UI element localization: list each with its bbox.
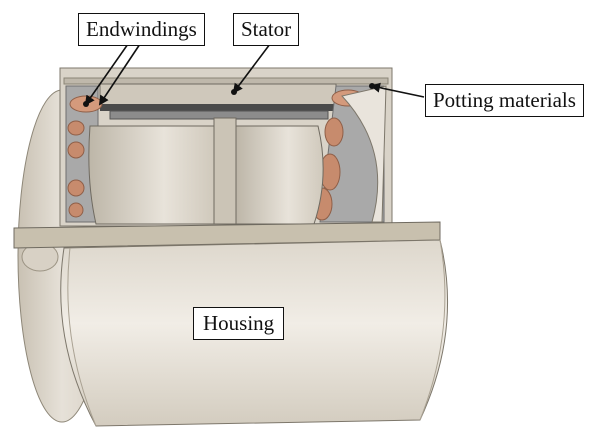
housing-label: Housing bbox=[193, 307, 285, 340]
potting-arrow bbox=[370, 82, 425, 98]
endwindings-arrow-1 bbox=[84, 43, 129, 106]
leader-lines bbox=[83, 43, 425, 107]
potting-materials-label: Potting materials bbox=[425, 84, 584, 117]
stator-arrow bbox=[232, 43, 271, 94]
endwindings-left bbox=[67, 95, 103, 218]
endwindings-label: Endwindings bbox=[78, 13, 205, 46]
stator-label: Stator bbox=[233, 13, 300, 46]
rotor-cutaway bbox=[88, 85, 387, 225]
endwindings-arrow-2 bbox=[98, 43, 141, 106]
stator-core bbox=[99, 83, 337, 120]
